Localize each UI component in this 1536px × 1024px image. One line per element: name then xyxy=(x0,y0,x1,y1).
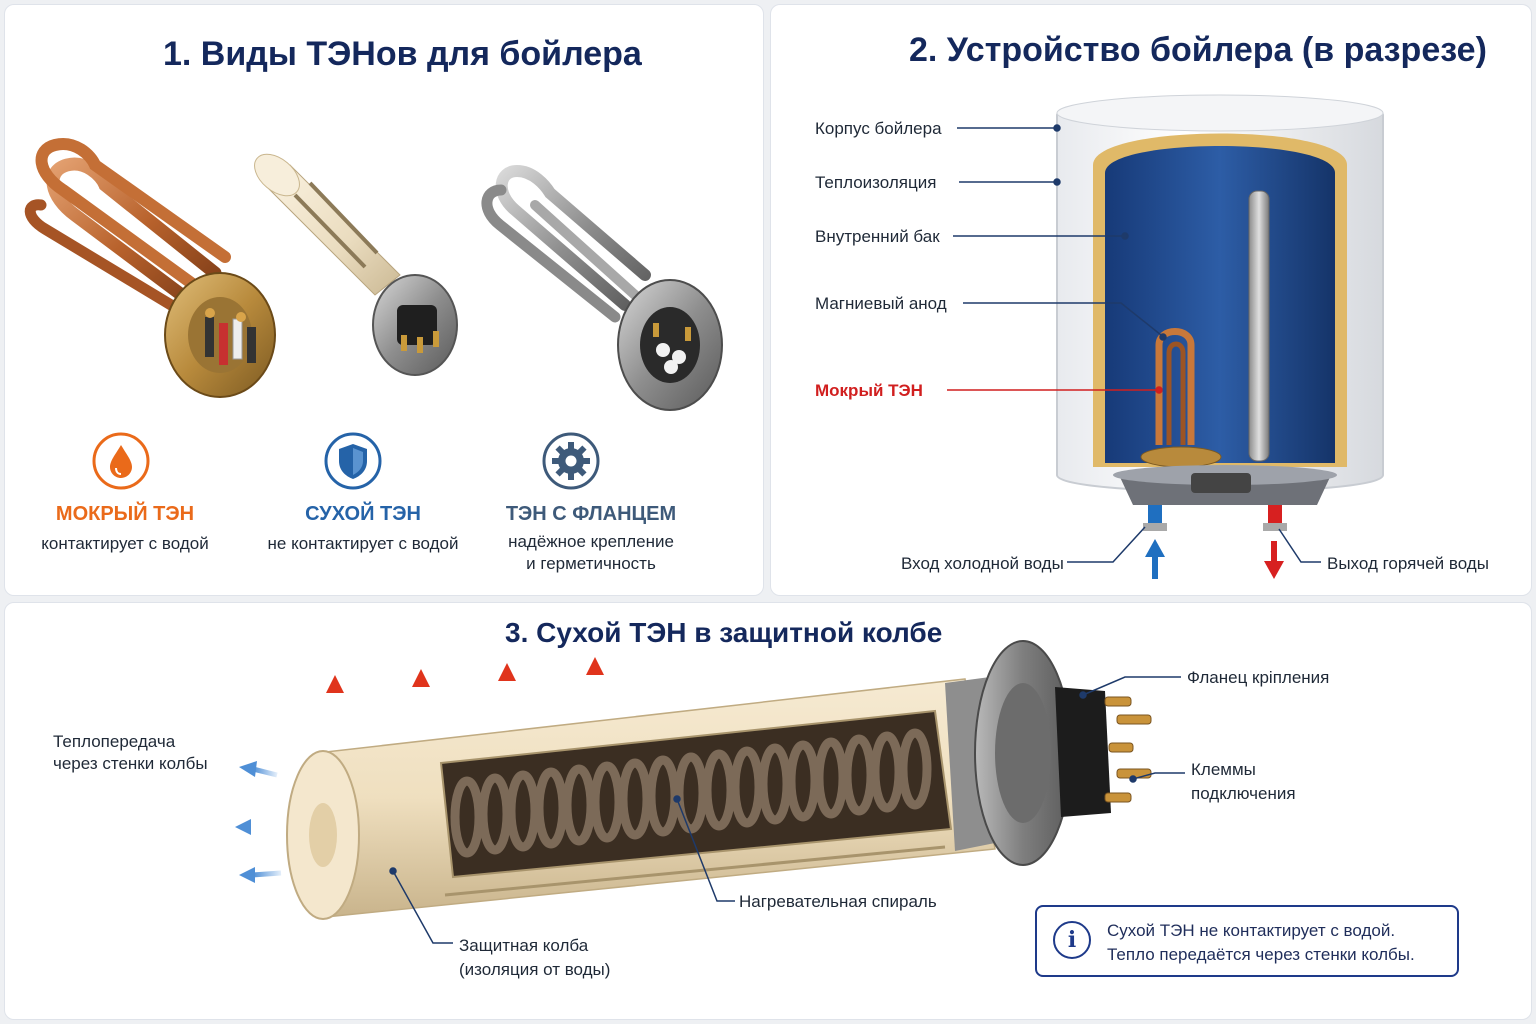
panel-boiler-cross-section: 2. Устройство бойлера (в разрезе) xyxy=(770,4,1532,596)
panel-1-title: 1. Виды ТЭНов для бойлера xyxy=(163,35,642,73)
heating-coil xyxy=(450,728,932,858)
flange-heater-title: ТЭН С ФЛАНЦЕМ xyxy=(505,503,677,525)
label-heat-transfer-1: Теплопередача xyxy=(53,732,176,751)
label-heat-transfer-2: через стенки колбы xyxy=(53,754,208,773)
wet-heater-desc: контактирует с водой xyxy=(41,534,209,553)
shield-icon xyxy=(323,431,383,491)
dry-heater-flask-illustration xyxy=(235,640,1185,944)
info-text: Сухой ТЭН не контактирует с водой. Тепло… xyxy=(1107,919,1415,967)
label-terminals-2: подключения xyxy=(1191,784,1296,803)
flange-heater-desc-2: и герметичность xyxy=(526,554,656,573)
label-hot-water-out: Выход горячей воды xyxy=(1327,554,1489,573)
gear-icon xyxy=(541,431,601,491)
panel-dry-heater-flask: 3. Сухой ТЭН в защитной колбе xyxy=(4,602,1532,1020)
flange-heater-desc-1: надёжное крепление xyxy=(508,532,674,551)
wet-heater-image xyxy=(24,138,276,398)
dry-heater-image xyxy=(254,153,458,376)
label-anode: Магниевый анод xyxy=(815,294,947,313)
dry-heater-desc: не контактирует с водой xyxy=(267,534,459,553)
label-boiler-body: Корпус бойлера xyxy=(815,119,942,138)
label-flange: Фланец крiпления xyxy=(1187,668,1330,687)
drop-icon xyxy=(91,431,151,491)
label-wet-heater: Мокрый ТЭН xyxy=(815,381,923,400)
label-flask-1: Защитная колба xyxy=(459,936,589,955)
label-terminals-1: Клеммы xyxy=(1191,760,1256,779)
label-insulation: Теплоизоляция xyxy=(815,173,937,192)
label-heating-coil: Нагревательная спираль xyxy=(739,892,937,911)
panel-2-title: 2. Устройство бойлера (в разрезе) xyxy=(909,31,1487,69)
boiler-cross-section xyxy=(947,94,1384,579)
wet-heater-title: МОКРЫЙ ТЭН xyxy=(55,503,195,525)
info-icon: i xyxy=(1053,921,1091,959)
info-box: i Сухой ТЭН не контактирует с водой. Теп… xyxy=(1035,905,1459,977)
flange-heater-image xyxy=(481,164,723,411)
panel-heater-types: 1. Виды ТЭНов для бойлера xyxy=(4,4,764,596)
heat-up-arrows xyxy=(326,657,604,711)
heat-side-arrows xyxy=(235,761,282,883)
info-line-1: Сухой ТЭН не контактирует с водой. xyxy=(1107,921,1396,940)
info-line-2: Тепло передаётся через стенки колбы. xyxy=(1107,944,1415,964)
heater-types-illustration xyxy=(24,138,723,411)
label-cold-water-in: Вход холодной воды xyxy=(901,554,1064,573)
panel-3-title: 3. Сухой ТЭН в защитной колбе xyxy=(505,617,943,648)
label-inner-tank: Внутренний бак xyxy=(815,227,940,246)
label-flask-2: (изоляция от воды) xyxy=(459,960,611,979)
dry-heater-title: СУХОЙ ТЭН xyxy=(305,503,421,525)
